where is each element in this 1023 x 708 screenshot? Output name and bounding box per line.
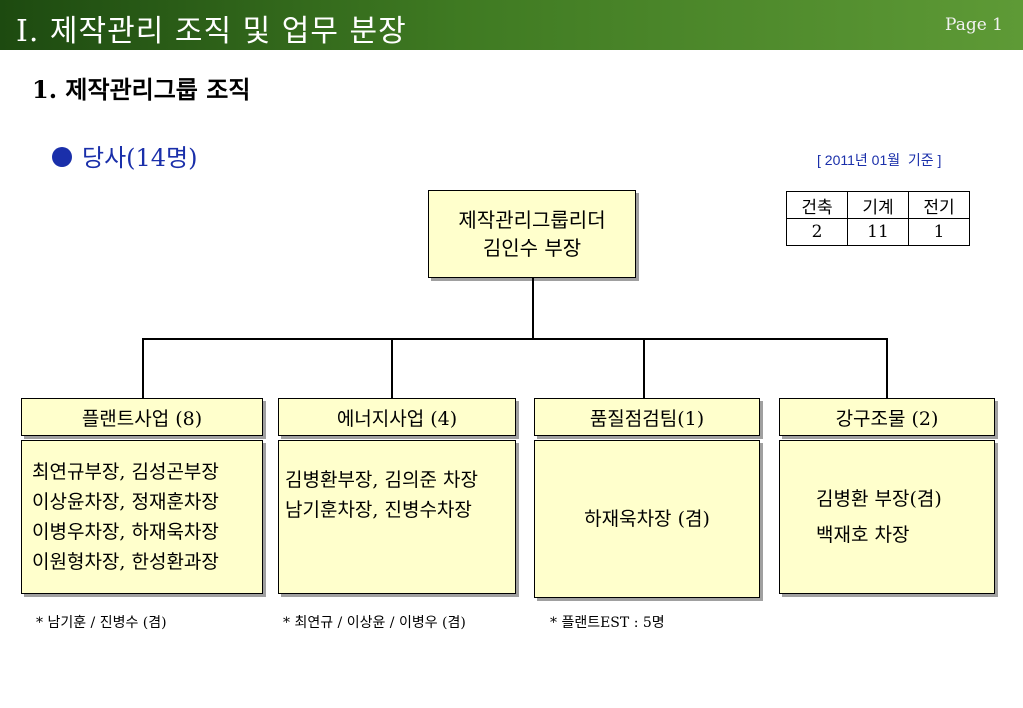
dept-energy-header: 에너지사업 (4)	[278, 398, 516, 436]
slide-title: Ⅰ. 제작관리 조직 및 업무 분장	[16, 14, 407, 49]
leader-title: 제작관리그룹리더	[458, 208, 606, 232]
connector-drop-4	[886, 338, 888, 398]
connector-drop-2	[391, 338, 393, 398]
header-bar: Ⅰ. 제작관리 조직 및 업무 분장 Page 1	[0, 0, 1023, 50]
table-header-cell: 전기	[908, 191, 970, 219]
dept-steel-members: 김병환 부장(겸) 백재호 차장	[779, 440, 995, 594]
dept-name: 에너지사업 (4)	[336, 407, 458, 430]
dept-plant-header: 플랜트사업 (8)	[21, 398, 263, 436]
headcount-table: 건축 기계 전기 2 11 1	[786, 191, 970, 246]
member-line: 김병환 부장(겸)	[816, 488, 942, 510]
dept-energy-note: * 최연규 / 이상윤 / 이병우 (겸)	[283, 615, 466, 631]
dept-quality-header: 품질점검팀(1)	[534, 398, 760, 436]
member-line: 이병우차장, 하재욱차장	[32, 521, 219, 543]
leader-name: 김인수 부장	[482, 236, 582, 260]
connector-vertical-main	[532, 278, 534, 339]
dept-quality-members: 하재욱차장 (겸)	[534, 440, 760, 598]
table-row: 2 11 1	[786, 218, 970, 246]
table-cell: 2	[786, 218, 848, 246]
bullet-icon	[52, 147, 72, 167]
connector-drop-3	[643, 338, 645, 398]
member-line: 백재호 차장	[816, 524, 910, 546]
dept-plant-members: 최연규부장, 김성곤부장 이상윤차장, 정재훈차장 이병우차장, 하재욱차장 이…	[21, 440, 263, 594]
member-line: 이원형차장, 한성환과장	[32, 551, 219, 573]
member-line: 최연규부장, 김성곤부장	[32, 461, 219, 483]
table-header-row: 건축 기계 전기	[786, 191, 970, 219]
basis-date: [ 2011년 01월 기준 ]	[817, 152, 942, 168]
member-line: 김병환부장, 김의준 차장	[285, 469, 478, 491]
section-title: 1. 제작관리그룹 조직	[32, 75, 251, 104]
page-number: Page 1	[945, 15, 1003, 35]
table-cell: 11	[847, 218, 909, 246]
dept-name: 플랜트사업 (8)	[81, 407, 203, 430]
member-line: 남기훈차장, 진병수차장	[285, 499, 472, 521]
company-label: 당사(14명)	[82, 144, 198, 172]
company-heading: 당사(14명)	[52, 138, 198, 173]
dept-energy-members: 김병환부장, 김의준 차장 남기훈차장, 진병수차장	[278, 440, 516, 594]
table-header-cell: 기계	[847, 191, 909, 219]
dept-steel-header: 강구조물 (2)	[779, 398, 995, 436]
dept-plant-note: * 남기훈 / 진병수 (겸)	[36, 615, 167, 631]
dept-name: 품질점검팀(1)	[589, 407, 705, 430]
member-line: 이상윤차장, 정재훈차장	[32, 491, 219, 513]
connector-drop-1	[142, 338, 144, 398]
dept-quality-note: * 플랜트EST : 5명	[550, 615, 665, 631]
table-cell: 1	[908, 218, 970, 246]
connector-horizontal	[142, 338, 888, 340]
leader-box: 제작관리그룹리더 김인수 부장	[428, 190, 636, 278]
table-header-cell: 건축	[786, 191, 848, 219]
member-line: 하재욱차장 (겸)	[584, 508, 710, 530]
dept-name: 강구조물 (2)	[835, 407, 939, 430]
